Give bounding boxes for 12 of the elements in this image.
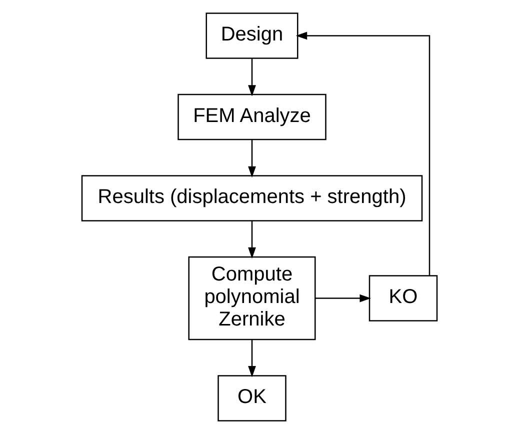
node-box: Design	[205, 12, 298, 59]
node-box: FEM Analyze	[177, 94, 326, 140]
node-box: KO	[368, 275, 438, 322]
arrow	[248, 140, 256, 178]
arrow	[314, 294, 370, 302]
arrow	[248, 58, 256, 96]
arrow	[295, 32, 430, 276]
arrow	[248, 220, 256, 259]
arrow	[248, 340, 256, 378]
node-box: Results (displacements + strength)	[80, 175, 422, 222]
node-box: OK	[217, 375, 286, 422]
node-box: Compute polynomial Zernike	[188, 256, 316, 340]
